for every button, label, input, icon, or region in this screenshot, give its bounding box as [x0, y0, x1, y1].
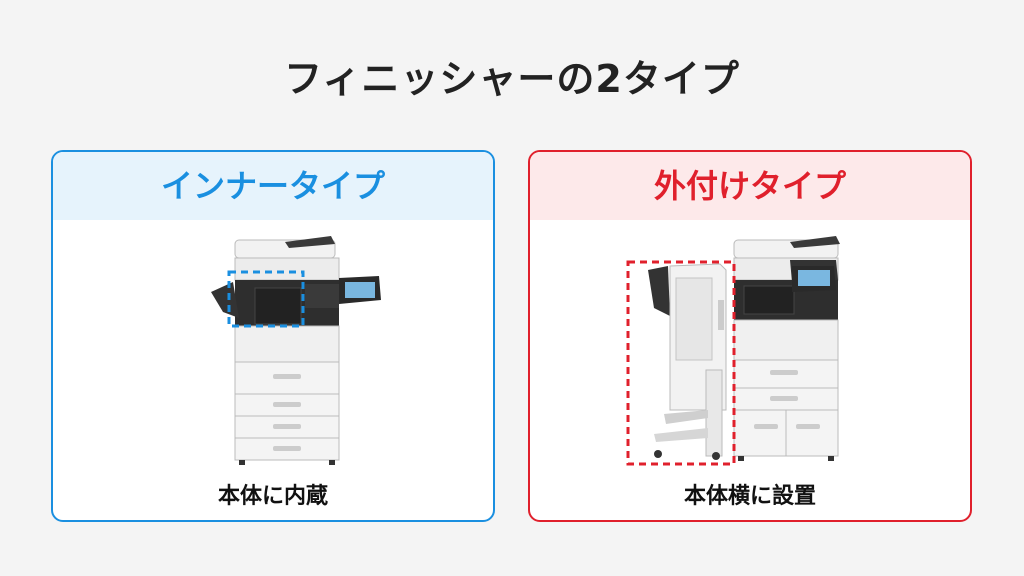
- inner-type-caption: 本体に内蔵: [217, 484, 328, 509]
- external-finisher-unit: [648, 263, 727, 460]
- external-finisher-illustration: [626, 236, 840, 466]
- inner-type-heading: インナータイプ: [53, 152, 493, 220]
- external-type-caption: 本体横に設置: [683, 484, 816, 509]
- inner-finisher-highlight: [227, 270, 305, 328]
- page-title: フィニッシャーの2タイプ: [284, 57, 740, 101]
- copier-body: [234, 325, 340, 465]
- external-type-heading: 外付けタイプ: [530, 152, 970, 220]
- inner-finisher-illustration: [211, 236, 381, 465]
- inner-type-card: インナータイプ: [51, 150, 495, 522]
- copier-scanner: [234, 236, 340, 281]
- control-panel: [339, 276, 381, 304]
- main-copier: [733, 236, 840, 461]
- external-type-card: 外付けタイプ: [528, 150, 972, 522]
- inner-finisher-unit: [211, 280, 339, 326]
- external-finisher-highlight: [626, 260, 736, 466]
